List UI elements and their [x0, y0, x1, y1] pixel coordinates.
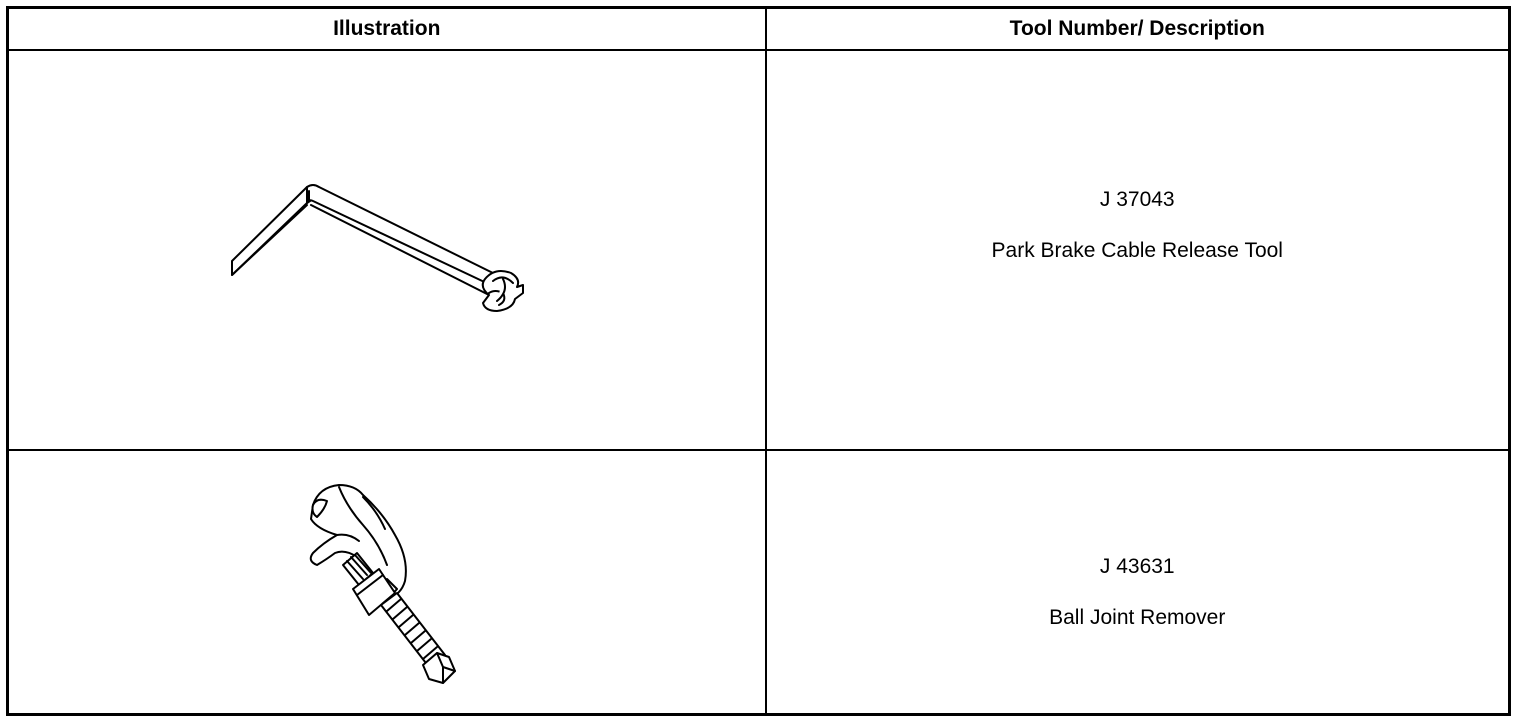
- table-header-row: Illustration Tool Number/ Description: [6, 6, 1511, 51]
- table-row: J 43631 Ball Joint Remover: [6, 449, 1511, 716]
- tool-info: J 43631 Ball Joint Remover: [767, 556, 1509, 628]
- illustration-cell: [6, 49, 767, 451]
- description-cell: J 43631 Ball Joint Remover: [764, 449, 1511, 716]
- illustration-cell: [6, 449, 767, 716]
- header-tool-number-description: Tool Number/ Description: [764, 6, 1511, 51]
- special-tools-table: Illustration Tool Number/ Description: [6, 6, 1511, 716]
- tool-description: Park Brake Cable Release Tool: [991, 239, 1283, 262]
- tool-description: Ball Joint Remover: [1049, 606, 1226, 629]
- header-illustration: Illustration: [6, 6, 767, 51]
- description-cell: J 37043 Park Brake Cable Release Tool: [764, 49, 1511, 451]
- park-brake-cable-release-tool-icon: [230, 184, 524, 312]
- table-row: J 37043 Park Brake Cable Release Tool: [6, 49, 1511, 451]
- tool-info: J 37043 Park Brake Cable Release Tool: [767, 189, 1509, 261]
- ball-joint-remover-icon: [309, 484, 456, 684]
- tool-number: J 43631: [1099, 555, 1175, 578]
- tool-number: J 37043: [1099, 188, 1175, 211]
